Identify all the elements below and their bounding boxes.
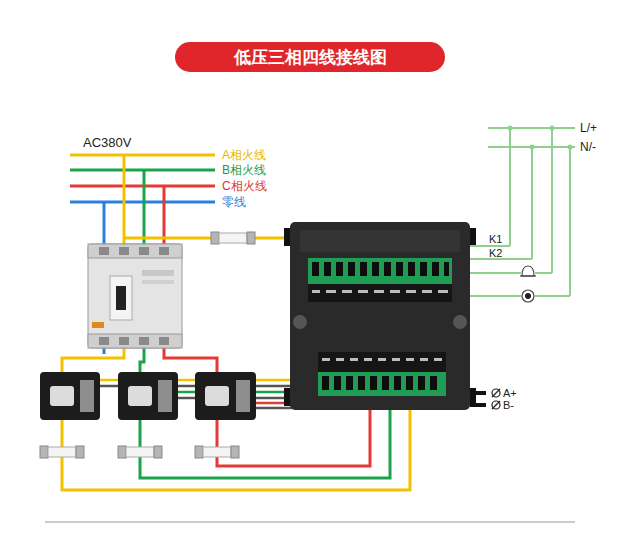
junction-dots <box>508 126 573 150</box>
title-pill: 低压三相四线接线图 <box>175 42 445 72</box>
signal-name-box: A+ <box>503 386 517 399</box>
wire-label: 零线 <box>222 195 246 209</box>
terminal-label-box: L/+ <box>580 121 597 134</box>
terminal-label-box: N/- <box>580 140 596 153</box>
signal-name: A+ <box>503 387 517 399</box>
fuse <box>211 232 255 244</box>
signal-name: B- <box>503 399 514 411</box>
wire-label: B相火线 <box>222 163 266 177</box>
control-wires <box>470 128 575 296</box>
power-meter <box>284 222 476 410</box>
terminal-label: L/+ <box>580 121 597 135</box>
rs485-terminals <box>470 389 500 409</box>
current-transformer <box>40 372 256 420</box>
relay-label: K1 <box>489 233 502 245</box>
title-text: 低压三相四线接线图 <box>234 46 387 69</box>
wire-label-box: 零线 <box>222 195 246 208</box>
voltage-label-box: AC380V <box>83 136 131 149</box>
relay-label-box: K2 <box>489 246 502 259</box>
bell-symbol <box>520 266 536 276</box>
wire-label: A相火线 <box>222 148 266 162</box>
signal-name-box: B- <box>503 398 514 411</box>
voltage-wires <box>62 408 410 490</box>
relay-label: K2 <box>489 247 502 259</box>
supply-lines <box>62 155 292 386</box>
terminal-label: N/- <box>580 140 596 154</box>
circuit-breaker <box>88 244 182 348</box>
voltage-label: AC380V <box>83 135 131 150</box>
fuse <box>40 446 239 458</box>
lamp-symbol <box>522 290 534 302</box>
wire-label: C相火线 <box>222 179 267 193</box>
relay-label-box: K1 <box>489 232 502 245</box>
wire-label-box: B相火线 <box>222 163 266 176</box>
wire-label-box: C相火线 <box>222 179 267 192</box>
separator-line <box>45 522 575 523</box>
wire-label-box: A相火线 <box>222 148 266 161</box>
